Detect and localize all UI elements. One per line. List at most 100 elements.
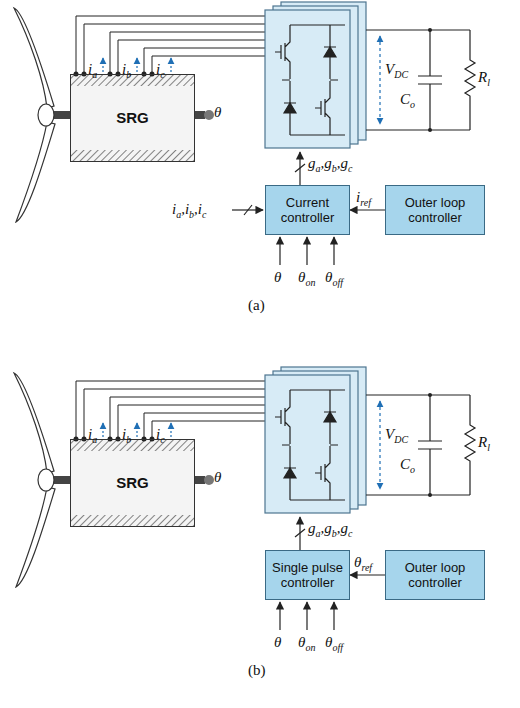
- signal-label: iref: [356, 188, 371, 212]
- symbol: i: [156, 426, 160, 442]
- generator-box: SRG: [70, 439, 195, 527]
- subscript: a: [316, 528, 321, 539]
- signal-label: (a): [248, 296, 265, 314]
- symbol: V: [385, 426, 394, 442]
- signal-label: θon: [298, 633, 315, 657]
- subscript: b: [189, 209, 194, 220]
- symbol: R: [478, 434, 487, 450]
- subscript: ref: [360, 197, 371, 208]
- symbol: i: [185, 201, 189, 217]
- generator-box: SRG: [70, 74, 195, 162]
- controller-box: Outer loop controller: [385, 185, 485, 235]
- signal-label: θ: [274, 268, 281, 286]
- symbol: θ: [214, 104, 221, 120]
- signal-label: VDC: [385, 60, 408, 84]
- symbol: (b): [248, 662, 266, 678]
- box-label: SRG: [113, 474, 152, 492]
- subscript: a: [316, 163, 321, 174]
- subscript: on: [305, 642, 315, 653]
- signal-label: ib: [122, 60, 131, 84]
- symbol: θ: [298, 634, 305, 650]
- symbol: i: [198, 201, 202, 217]
- subscript: b: [126, 434, 131, 445]
- signal-label: θ: [214, 103, 221, 121]
- box-label: Outer loop controller: [389, 195, 481, 225]
- symbol: ,: [337, 520, 341, 536]
- symbol: C: [400, 91, 410, 107]
- subscript: o: [410, 464, 415, 475]
- subscript: a: [92, 69, 97, 80]
- subscript: b: [332, 528, 337, 539]
- symbol: i: [88, 426, 92, 442]
- subscript: c: [202, 209, 206, 220]
- symbol: i: [88, 61, 92, 77]
- subscript: ref: [361, 562, 372, 573]
- symbol: θ: [214, 469, 221, 485]
- box-label: Outer loop controller: [389, 560, 481, 590]
- signal-label: θoff: [325, 268, 343, 292]
- symbol: g: [324, 520, 332, 536]
- signal-arrow: [350, 209, 385, 210]
- symbol: θ: [325, 634, 332, 650]
- signal-label: ia,ib,ic: [172, 200, 206, 224]
- box-label: Current controller: [269, 195, 346, 225]
- subscript: DC: [394, 69, 408, 80]
- symbol: θ: [354, 554, 361, 570]
- subscript: DC: [394, 434, 408, 445]
- signal-label: ga,gb,gc: [308, 154, 352, 178]
- symbol: V: [385, 61, 394, 77]
- subscript: a: [92, 434, 97, 445]
- subscript: b: [332, 163, 337, 174]
- symbol: ,: [181, 201, 185, 217]
- signal-label: Co: [400, 455, 415, 479]
- symbol: ,: [321, 520, 325, 536]
- subscript: a: [176, 209, 181, 220]
- signal-label: ia: [88, 60, 97, 84]
- symbol: θ: [325, 269, 332, 285]
- subscript: c: [160, 69, 164, 80]
- symbol: ,: [337, 155, 341, 171]
- symbol: i: [156, 61, 160, 77]
- signal-label: ib: [122, 425, 131, 449]
- subscript: on: [305, 277, 315, 288]
- signal-label: Co: [400, 90, 415, 114]
- signal-label: VDC: [385, 425, 408, 449]
- symbol: g: [308, 155, 316, 171]
- symbol: θ: [274, 634, 281, 650]
- signal-arrow: [350, 574, 385, 575]
- signal-label: Rl: [478, 433, 490, 457]
- symbol: θ: [274, 269, 281, 285]
- symbol: g: [324, 155, 332, 171]
- subscript: off: [332, 642, 343, 653]
- signal-label: ic: [156, 425, 165, 449]
- symbol: R: [478, 69, 487, 85]
- signal-label: (b): [248, 661, 266, 679]
- symbol: i: [172, 201, 176, 217]
- subscript: off: [332, 277, 343, 288]
- box-label: Single pulse controller: [269, 560, 346, 590]
- box-label: SRG: [113, 109, 152, 127]
- symbol: i: [122, 61, 126, 77]
- subscript: c: [348, 528, 352, 539]
- signal-label: θoff: [325, 633, 343, 657]
- symbol: θ: [298, 269, 305, 285]
- subscript: l: [487, 77, 490, 88]
- symbol: g: [341, 520, 349, 536]
- subscript: c: [160, 434, 164, 445]
- signal-label: θ: [214, 468, 221, 486]
- signal-label: Rl: [478, 68, 490, 92]
- signal-label: ia: [88, 425, 97, 449]
- symbol: ,: [194, 201, 198, 217]
- controller-box: Current controller: [265, 185, 350, 235]
- symbol: g: [308, 520, 316, 536]
- controller-box: Outer loop controller: [385, 550, 485, 600]
- symbol: ,: [321, 155, 325, 171]
- subscript: o: [410, 99, 415, 110]
- signal-label: θref: [354, 553, 372, 577]
- signal-label: θ: [274, 633, 281, 651]
- subscript: l: [487, 442, 490, 453]
- symbol: (a): [248, 297, 265, 313]
- subscript: c: [348, 163, 352, 174]
